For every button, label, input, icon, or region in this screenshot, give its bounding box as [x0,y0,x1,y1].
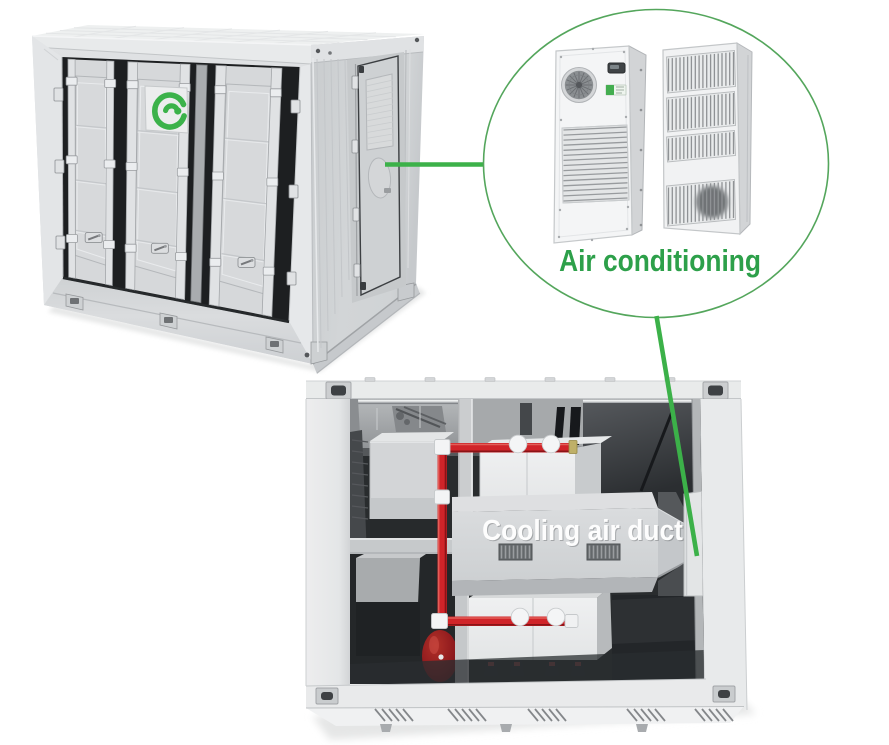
svg-text:Air conditioning: Air conditioning [559,244,761,278]
svg-text:Cooling air duct: Cooling air duct [482,514,683,546]
svg-text:Cooling air duct: Cooling air duct [483,515,684,547]
